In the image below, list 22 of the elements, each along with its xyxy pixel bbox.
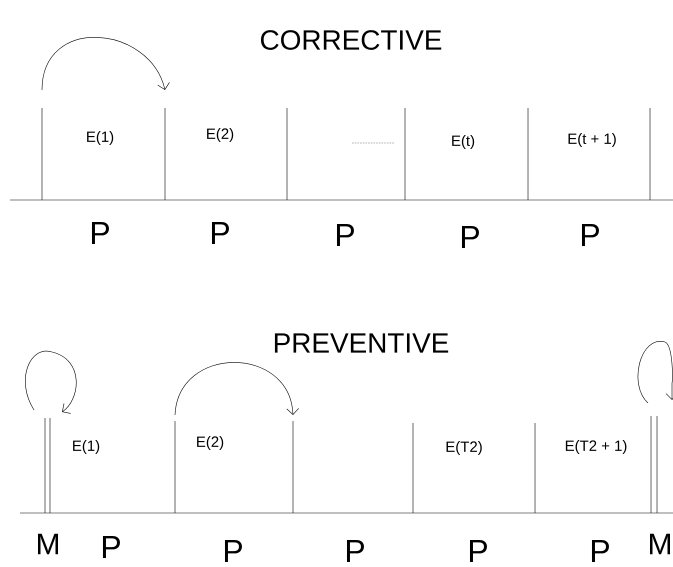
event-letter: P — [470, 540, 487, 562]
event-letter: P — [582, 224, 599, 246]
interval-label: E(2) — [207, 128, 234, 142]
interval-label: E(t + 1) — [568, 133, 616, 147]
event-letter: P — [224, 540, 242, 562]
event-letter: P — [592, 540, 609, 562]
event-letter: P — [336, 224, 354, 246]
event-letter: P — [346, 540, 364, 562]
interval-label: E(1) — [73, 440, 100, 454]
event-letter: P — [102, 536, 120, 558]
interval-label: E(T2 + 1) — [566, 440, 626, 454]
event-letter: P — [462, 226, 479, 248]
section-title: CORRECTIVE — [260, 30, 442, 50]
event-letter: P — [212, 222, 229, 244]
event-letter: M — [650, 534, 670, 554]
event-letter: M — [38, 534, 58, 554]
interval-label: E(2) — [197, 436, 224, 450]
interval-label: E(t) — [452, 135, 474, 149]
interval-label: E(T2) — [446, 441, 482, 455]
event-letter: P — [92, 222, 109, 244]
section-title: PREVENTIVE — [274, 333, 448, 353]
interval-label: E(1) — [87, 131, 114, 145]
